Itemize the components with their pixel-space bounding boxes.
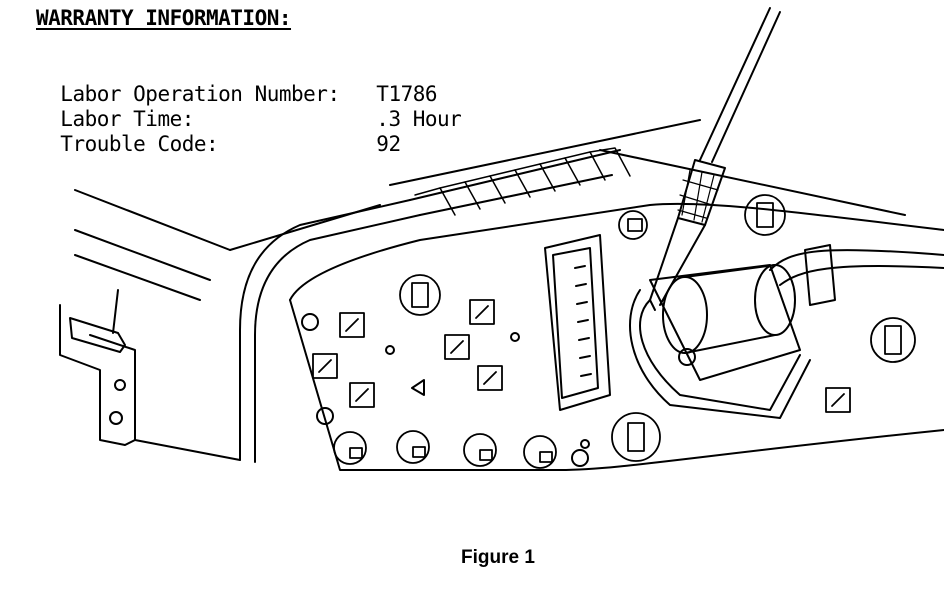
trouble-code-row: Trouble Code: 92 bbox=[36, 108, 401, 156]
mounting-bracket bbox=[59, 289, 241, 461]
labor-time-label: Labor Time: bbox=[60, 107, 194, 131]
dash-top-lines bbox=[74, 119, 701, 301]
circuit-board bbox=[289, 202, 944, 471]
labor-time-row: Labor Time: .3 Hour bbox=[36, 83, 462, 131]
labor-operation-value: T1786 bbox=[376, 82, 438, 106]
motor-component bbox=[629, 244, 944, 419]
trouble-code-label: Trouble Code: bbox=[60, 132, 219, 156]
edge-connector bbox=[544, 234, 611, 411]
labor-time-value: .3 Hour bbox=[376, 107, 462, 131]
figure-caption: Figure 1 bbox=[461, 547, 535, 568]
vent-slats bbox=[414, 147, 631, 216]
round-bulb-holders bbox=[333, 194, 916, 469]
bulb-sockets bbox=[312, 299, 851, 413]
labor-operation-row: Labor Operation Number: T1786 bbox=[36, 58, 437, 106]
cluster-housing bbox=[239, 149, 906, 463]
warranty-heading: WARRANTY INFORMATION: bbox=[36, 6, 292, 30]
labor-operation-label: Labor Operation Number: bbox=[60, 82, 340, 106]
screwdriver-tool bbox=[649, 7, 781, 311]
trouble-code-value: 92 bbox=[376, 132, 401, 156]
